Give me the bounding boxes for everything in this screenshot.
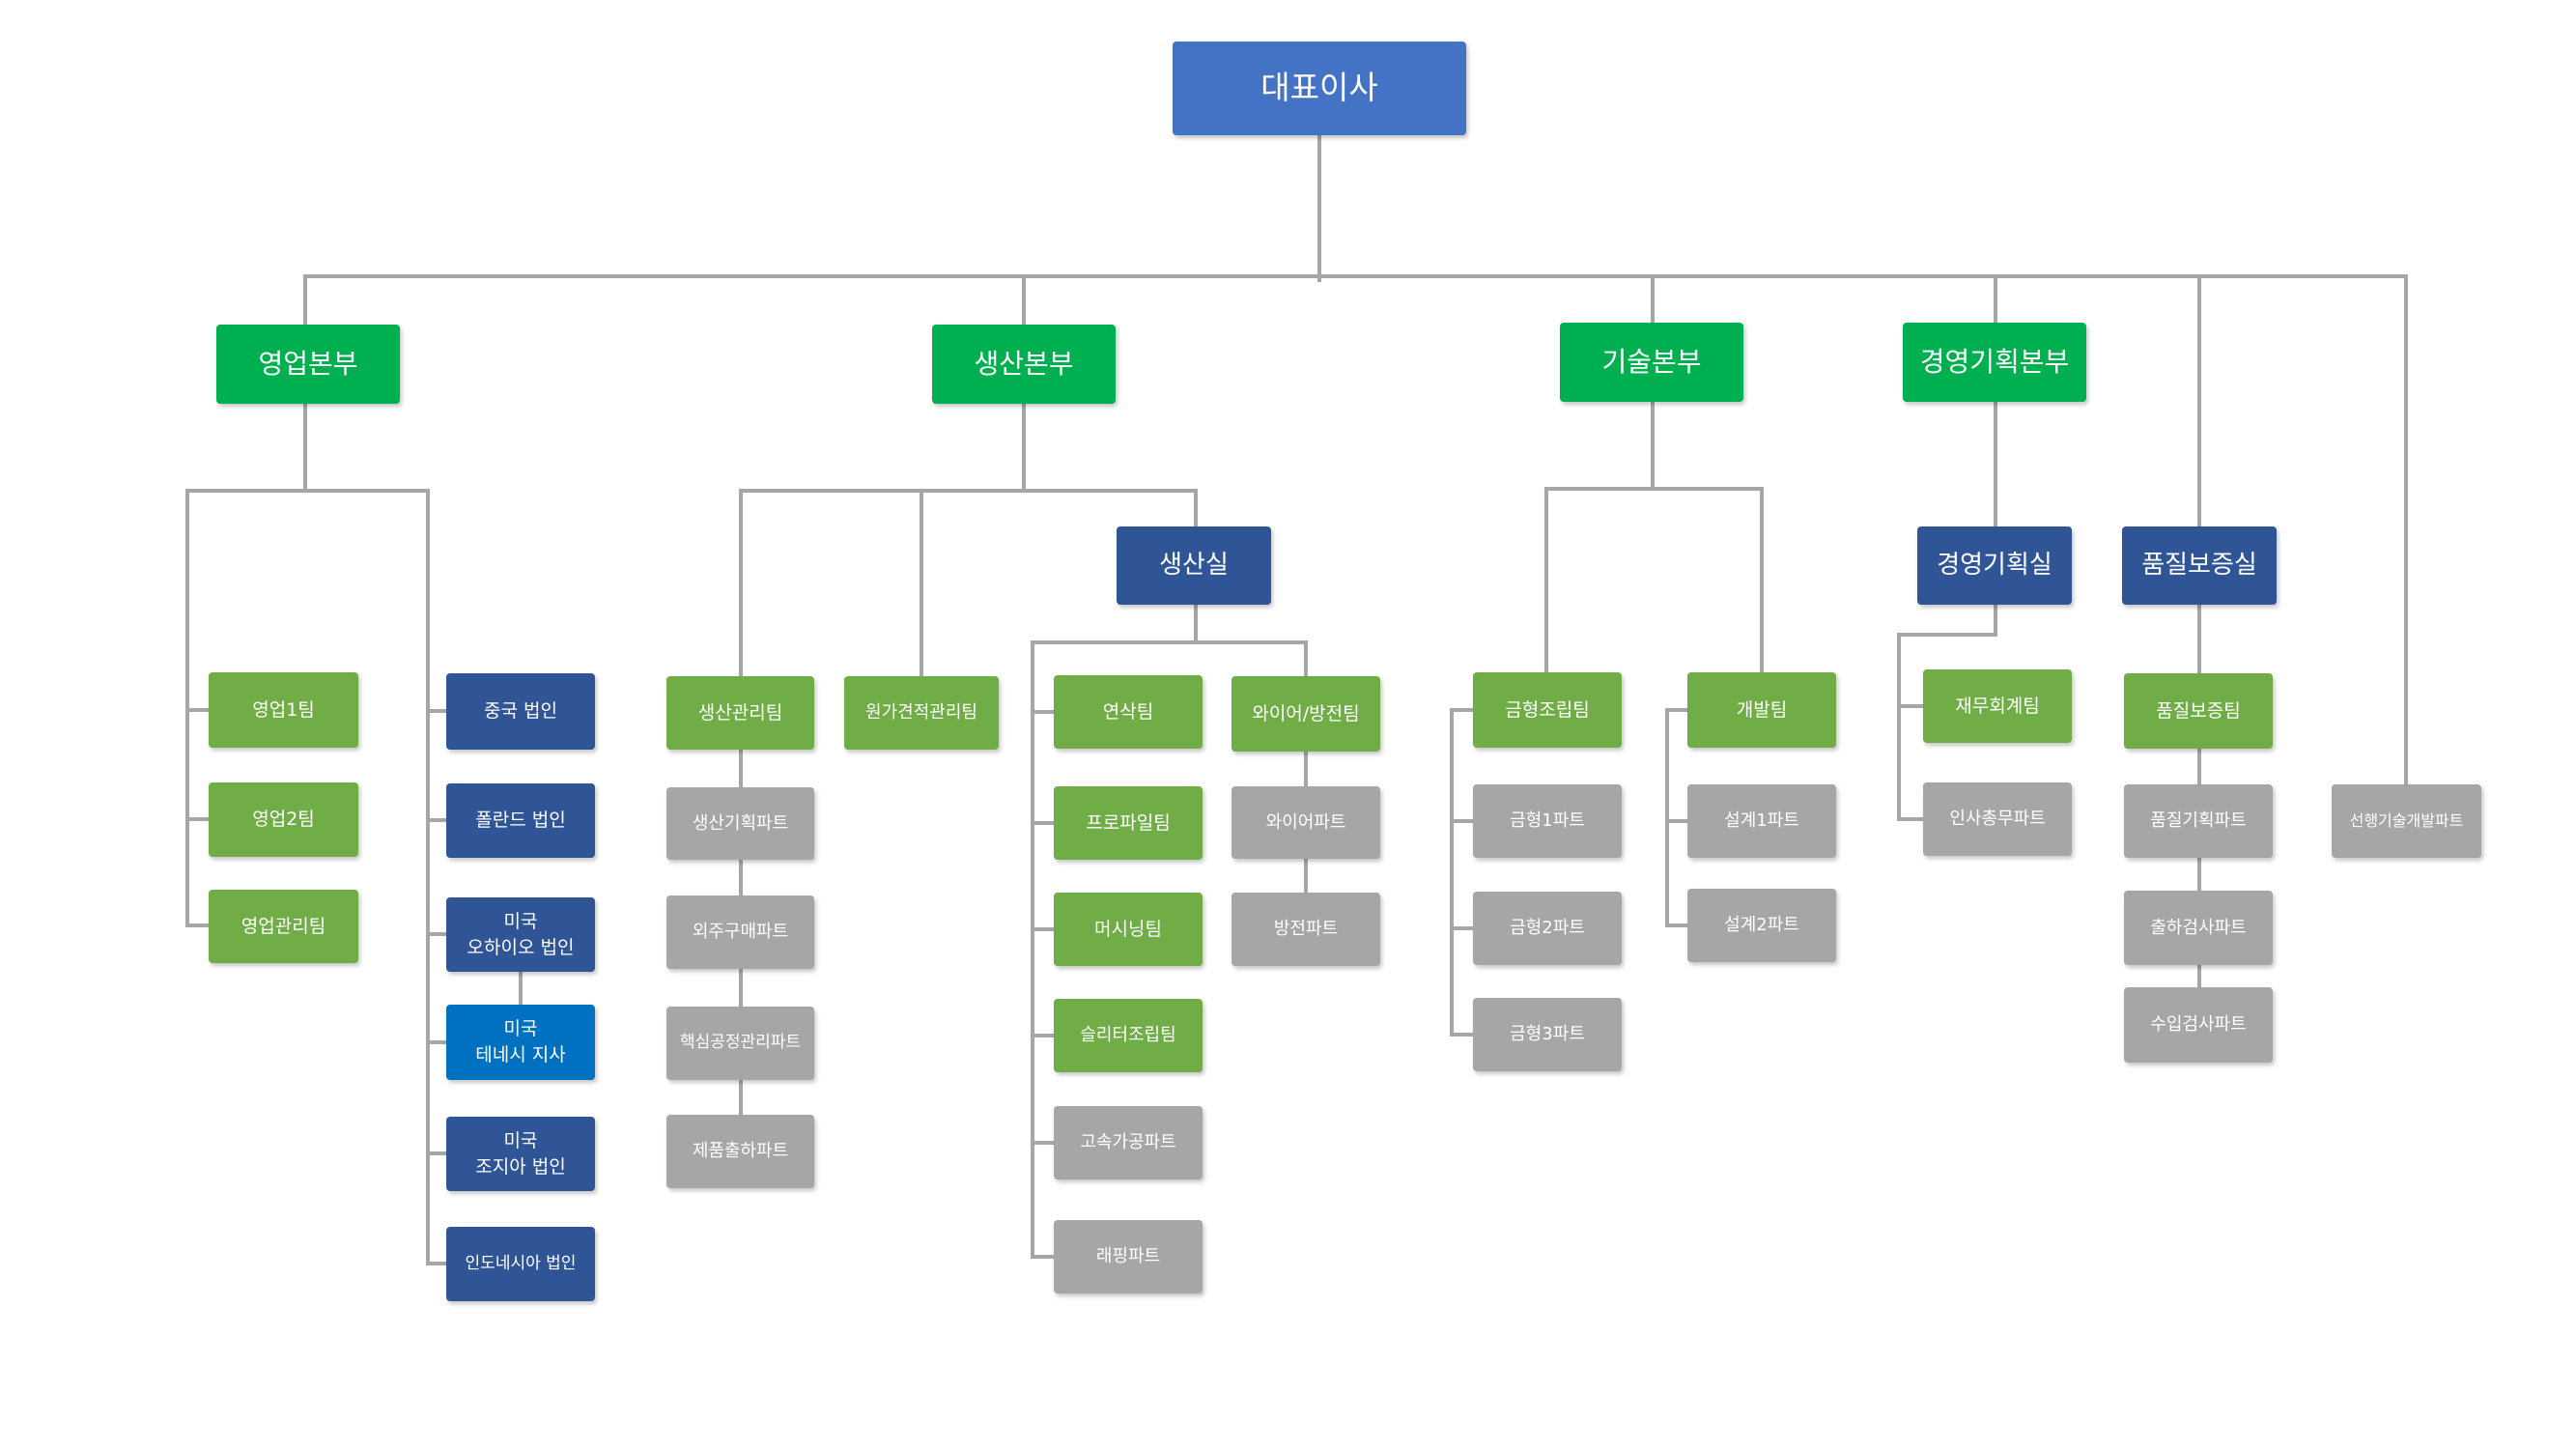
planning-hq-box: 경영기획본부	[1903, 323, 2086, 402]
sales-hq-box: 영업본부	[216, 325, 400, 404]
production-mgmt-part-1: 생산기획파트	[666, 787, 814, 860]
incoming-inspection-part: 수입검사파트	[2124, 987, 2273, 1063]
sales-team-3: 영업관리팀	[209, 890, 358, 963]
wire-part: 와이어파트	[1231, 786, 1380, 859]
production-team-2: 프로파일팀	[1054, 786, 1203, 860]
production-mgmt-part-3: 핵심공정관리파트	[666, 1007, 814, 1080]
development-team: 개발팀	[1687, 672, 1836, 748]
branch-poland: 폴란드 법인	[446, 783, 595, 858]
sales-team-2: 영업2팀	[209, 782, 358, 857]
production-team-3: 머시닝팀	[1054, 893, 1203, 966]
branch-indonesia: 인도네시아 법인	[446, 1227, 595, 1301]
production-office-box: 생산실	[1117, 526, 1271, 605]
branch-us-georgia: 미국 조지아 법인	[446, 1117, 595, 1191]
production-team-4: 슬리터조립팀	[1054, 999, 1203, 1072]
branch-china: 중국 법인	[446, 673, 595, 750]
design-part-2: 설계2파트	[1687, 889, 1836, 962]
mold-part-3: 금형3파트	[1473, 998, 1622, 1071]
hr-general-affairs-part: 인사총무파트	[1923, 782, 2072, 856]
tech-hq-box: 기술본부	[1560, 323, 1743, 402]
quality-assurance-team: 품질보증팀	[2124, 673, 2273, 749]
shipping-inspection-part: 출하검사파트	[2124, 891, 2273, 965]
branch-us-ohio: 미국 오하이오 법인	[446, 897, 595, 972]
planning-office-box: 경영기획실	[1917, 526, 2072, 605]
ceo-box: 대표이사	[1173, 42, 1466, 135]
quality-planning-part: 품질기획파트	[2124, 784, 2273, 858]
edm-part: 방전파트	[1231, 893, 1380, 966]
mold-part-2: 금형2파트	[1473, 892, 1622, 965]
finance-accounting-team: 재무회계팀	[1923, 669, 2072, 743]
production-mgmt-part-2: 외주구매파트	[666, 895, 814, 969]
advanced-tech-dev-part: 선행기술개발파트	[2332, 784, 2481, 858]
cost-estimate-team: 원가견적관리팀	[844, 676, 999, 750]
mold-assembly-team: 금형조립팀	[1473, 672, 1622, 748]
production-part-lapping: 래핑파트	[1054, 1220, 1203, 1293]
wire-edm-team: 와이어/방전팀	[1231, 676, 1380, 752]
sales-team-1: 영업1팀	[209, 672, 358, 748]
design-part-1: 설계1파트	[1687, 784, 1836, 858]
production-team-1: 연삭팀	[1054, 675, 1203, 749]
branch-us-tennessee: 미국 테네시 지사	[446, 1005, 595, 1080]
mold-part-1: 금형1파트	[1473, 784, 1622, 858]
production-mgmt-team: 생산관리팀	[666, 676, 814, 750]
production-hq-box: 생산본부	[932, 325, 1116, 404]
production-part-highspeed: 고속가공파트	[1054, 1106, 1203, 1179]
production-mgmt-part-4: 제품출하파트	[666, 1115, 814, 1188]
quality-office-box: 품질보증실	[2122, 526, 2277, 605]
